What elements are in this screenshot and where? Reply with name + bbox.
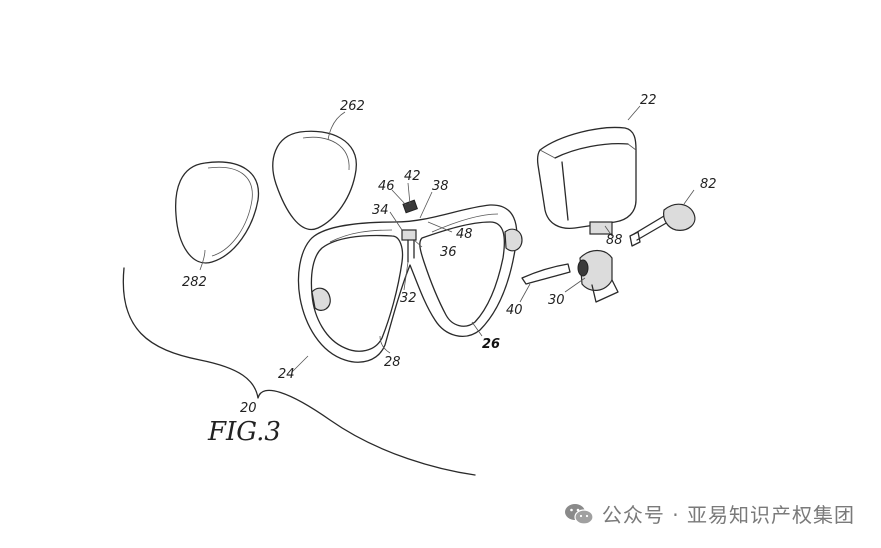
- mount-30: [577, 249, 619, 303]
- watermark: 公众号 · 亚易知识产权集团: [564, 499, 855, 528]
- mask-frame: [297, 199, 523, 363]
- leader-lines: [199, 105, 695, 373]
- ref-26: 26: [482, 337, 500, 352]
- camera-22: [536, 126, 637, 235]
- ref-48: 48: [456, 227, 473, 242]
- ref-28: 28: [384, 355, 401, 370]
- watermark-text: 公众号 · 亚易知识产权集团: [601, 503, 855, 527]
- leader-curve: [122, 267, 476, 476]
- ref-40: 40: [506, 303, 523, 318]
- ref-36: 36: [440, 245, 457, 260]
- lens-262: [272, 130, 357, 231]
- ref-262: 262: [340, 99, 365, 114]
- thumbscrew-82: [629, 203, 696, 247]
- ref-82: 82: [700, 177, 717, 192]
- figure-caption: FIG.3: [207, 417, 281, 447]
- ref-30: 30: [548, 293, 565, 308]
- lens-282: [174, 161, 260, 264]
- ref-32: 32: [400, 291, 417, 306]
- ref-282: 282: [182, 275, 207, 290]
- ref-34: 34: [372, 203, 389, 218]
- clip-40: [521, 263, 571, 285]
- ref-38: 38: [432, 179, 449, 194]
- ref-22: 22: [640, 93, 657, 108]
- ref-24: 24: [278, 367, 295, 382]
- ref-42: 42: [404, 169, 421, 184]
- ref-88: 88: [606, 233, 623, 248]
- wechat-icon: [564, 503, 594, 525]
- ref-46: 46: [378, 179, 395, 194]
- ref-20: 20: [240, 401, 257, 416]
